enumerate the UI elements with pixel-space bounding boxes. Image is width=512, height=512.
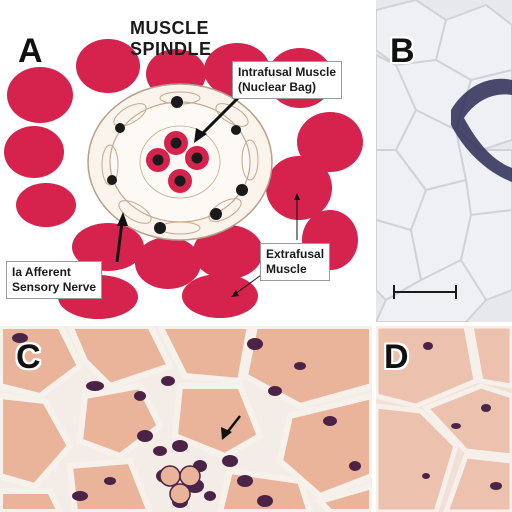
afferent-nerve-ring bbox=[139, 125, 221, 199]
intrafusal-pointer bbox=[198, 96, 240, 138]
nucleus bbox=[174, 175, 186, 187]
panel-a-label: A bbox=[18, 32, 43, 70]
panel-d-micrograph bbox=[376, 326, 512, 512]
extrafusal-fiber bbox=[266, 156, 332, 220]
spindle-arrowhead bbox=[221, 427, 232, 440]
extrafusal-fiber bbox=[182, 274, 258, 318]
extrafusal-label-line-1: Extrafusal bbox=[266, 247, 325, 261]
extrafusal-fiber bbox=[4, 126, 64, 178]
extrafusal-annotation: Extrafusal Muscle bbox=[260, 243, 331, 281]
stained-spindle-capsule bbox=[451, 78, 512, 182]
extrafusal-fiber bbox=[7, 67, 73, 123]
extrafusal-fiber bbox=[297, 112, 363, 172]
extrafusal-fiber bbox=[16, 183, 76, 227]
nucleus bbox=[191, 152, 203, 164]
panel-d: D bbox=[376, 326, 512, 512]
extrafusal-arrowhead-top bbox=[294, 193, 300, 200]
afferent-annotation: Ia Afferent Sensory Nerve bbox=[6, 261, 103, 299]
nucleus bbox=[170, 137, 182, 149]
panel-d-label: D bbox=[384, 338, 409, 376]
he-nuclei bbox=[422, 342, 502, 490]
nucleus bbox=[236, 184, 248, 196]
nucleus bbox=[210, 208, 222, 220]
afferent-arrowhead bbox=[117, 212, 128, 226]
nucleus bbox=[152, 154, 164, 166]
afferent-pointer bbox=[115, 221, 124, 263]
afferent-label-line-2: Sensory Nerve bbox=[12, 280, 97, 294]
intrafusal-arrowhead bbox=[194, 128, 207, 143]
afferent-label-line-1: Ia Afferent bbox=[12, 265, 71, 279]
extrafusal-fiber bbox=[135, 237, 201, 289]
panel-a-title: MUSCLE SPINDLE bbox=[130, 18, 212, 60]
intrafusal-label-line-1: Intrafusal Muscle bbox=[238, 65, 337, 79]
panel-b-label: B bbox=[390, 32, 415, 70]
nucleus bbox=[115, 123, 125, 133]
title-line-2: SPINDLE bbox=[130, 39, 212, 59]
extrafusal-arrowhead-bottom bbox=[231, 290, 239, 297]
intrafusal-label-line-2: (Nuclear Bag) bbox=[238, 80, 317, 94]
intrafusal-fibers bbox=[146, 131, 209, 193]
scale-bar bbox=[393, 285, 457, 299]
spindle-capsule bbox=[87, 83, 273, 241]
panel-a: MUSCLE SPINDLE Intrafusal Muscle (Nuclea… bbox=[0, 0, 372, 322]
intrafusal-cluster bbox=[159, 465, 201, 505]
nucleus bbox=[171, 96, 183, 108]
pointer-lines bbox=[115, 96, 300, 297]
extrafusal-fiber bbox=[72, 223, 144, 271]
intrafusal-annotation: Intrafusal Muscle (Nuclear Bag) bbox=[232, 61, 343, 99]
nucleus bbox=[154, 222, 166, 234]
panel-b: B bbox=[376, 0, 512, 322]
extrafusal-label-line-2: Muscle bbox=[266, 262, 307, 276]
extrafusal-fiber bbox=[76, 39, 140, 93]
nucleus bbox=[231, 125, 241, 135]
extrafusal-fiber bbox=[193, 225, 263, 279]
title-line-1: MUSCLE bbox=[130, 18, 209, 38]
panel-c: C bbox=[0, 326, 372, 512]
panel-c-label: C bbox=[16, 338, 41, 376]
panel-b-micrograph bbox=[376, 0, 512, 322]
panel-c-micrograph bbox=[0, 326, 372, 512]
capsule-nuclei bbox=[107, 96, 248, 234]
nucleus bbox=[107, 175, 117, 185]
